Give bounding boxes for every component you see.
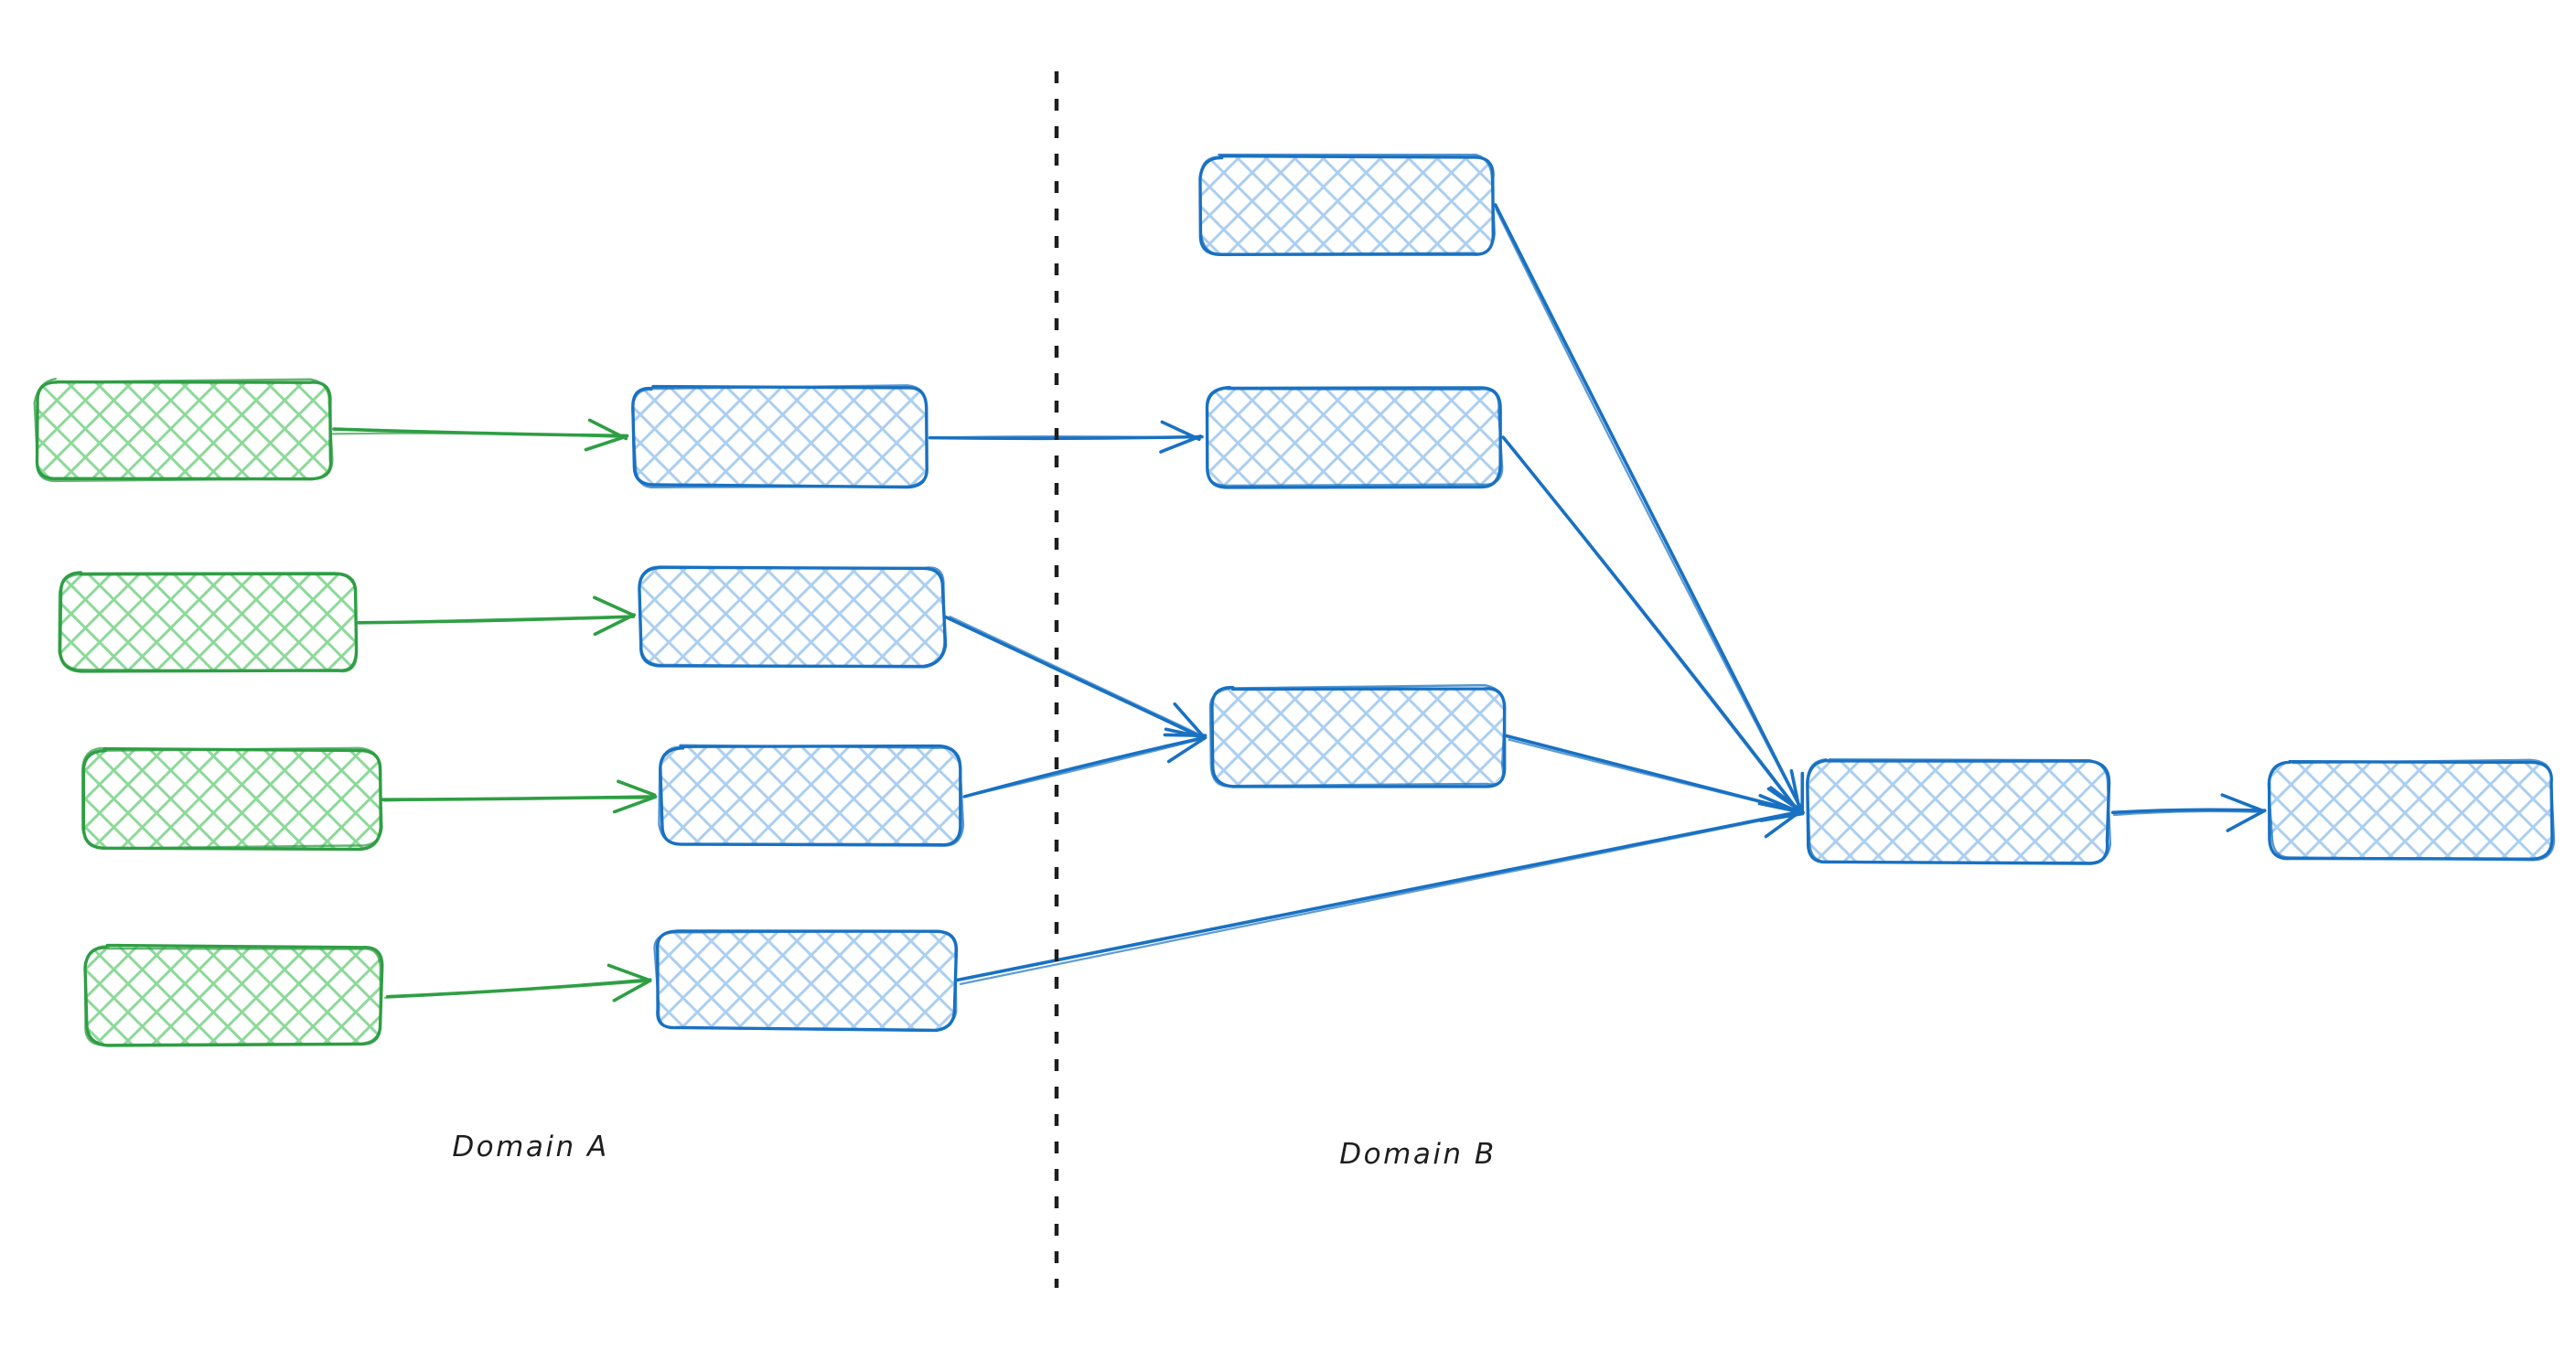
edge-e4 xyxy=(383,963,652,1002)
node-a4[interactable] xyxy=(83,943,384,1047)
node-c3[interactable] xyxy=(1208,683,1507,788)
arrowhead-barb xyxy=(1159,434,1202,454)
node-outline xyxy=(58,572,359,673)
edge-line xyxy=(331,432,628,439)
node-fill xyxy=(657,931,956,1029)
edges-layer xyxy=(331,203,2267,1002)
arrowhead-barb xyxy=(612,979,652,1002)
node-outline xyxy=(1208,683,1507,788)
edge-line xyxy=(383,980,652,999)
edge-e10 xyxy=(1501,435,1805,816)
arrowhead-barb xyxy=(1766,787,1803,813)
edge-line xyxy=(959,811,1801,985)
arrowhead-barb xyxy=(1759,812,1803,822)
arrowhead-barb xyxy=(1166,736,1206,764)
node-outline xyxy=(658,744,965,847)
node-fill xyxy=(84,750,380,848)
arrowhead-barb xyxy=(587,418,628,441)
edge-e2 xyxy=(357,595,636,637)
edge-e12 xyxy=(2110,793,2267,832)
node-fill xyxy=(1208,389,1500,487)
node-c1[interactable] xyxy=(1198,153,1497,256)
arrowhead-barb xyxy=(1160,420,1201,441)
nodes-layer xyxy=(33,153,2556,1047)
node-fill xyxy=(633,388,928,486)
node-fill xyxy=(1201,157,1494,255)
arrowhead-barb xyxy=(584,435,627,452)
edge-e1 xyxy=(331,418,629,452)
edge-line xyxy=(931,434,1203,439)
edge-line xyxy=(382,797,654,802)
node-b1[interactable] xyxy=(631,384,928,489)
edge-line xyxy=(2110,808,2267,815)
node-outline xyxy=(1206,385,1504,488)
arrowhead-barb xyxy=(1789,768,1802,814)
edge-e8 xyxy=(955,801,1805,985)
edge-e7 xyxy=(962,727,1206,799)
node-outline xyxy=(1199,153,1497,255)
arrowhead-barb xyxy=(1173,702,1207,740)
node-fill xyxy=(86,947,381,1045)
node-a1[interactable] xyxy=(33,377,334,483)
edge-e11 xyxy=(1504,734,1804,822)
node-a3[interactable] xyxy=(80,746,383,852)
arrowhead-barb xyxy=(2226,809,2267,832)
edge-e6 xyxy=(944,615,1208,740)
node-outline xyxy=(33,377,334,483)
node-outline xyxy=(653,929,958,1032)
arrowhead-barb xyxy=(2220,793,2266,813)
node-outline xyxy=(2267,758,2556,862)
node-b2[interactable] xyxy=(638,565,948,669)
node-fill xyxy=(1212,688,1505,786)
node-outline xyxy=(1806,757,2112,864)
node-fill xyxy=(640,567,944,665)
arrowhead-barb xyxy=(606,963,651,982)
node-fill xyxy=(1809,762,2109,863)
node-b4[interactable] xyxy=(653,929,959,1033)
node-out[interactable] xyxy=(2267,758,2556,862)
node-outline xyxy=(80,746,383,850)
edge-line xyxy=(949,616,1208,739)
node-fill xyxy=(661,747,961,845)
edge-line xyxy=(1503,437,1801,816)
edge-line xyxy=(1495,208,1804,814)
edge-line xyxy=(1493,203,1805,815)
edge-e9 xyxy=(1493,203,1805,816)
node-b3[interactable] xyxy=(658,744,965,847)
arrowhead-barb xyxy=(612,795,658,814)
edge-line xyxy=(357,615,636,625)
edge-e3 xyxy=(380,779,658,814)
domain-a-label: Domain A xyxy=(452,1131,608,1163)
edge-line xyxy=(1508,738,1802,813)
node-fill xyxy=(61,573,357,671)
node-c2[interactable] xyxy=(1205,385,1504,489)
edge-line xyxy=(385,978,652,999)
node-outline xyxy=(83,945,382,1046)
node-a2[interactable] xyxy=(58,571,359,673)
node-fill xyxy=(37,381,331,479)
edge-line xyxy=(962,735,1205,799)
edge-line xyxy=(2113,809,2264,817)
node-outline xyxy=(638,565,946,669)
edge-line xyxy=(955,809,1802,982)
domain-b-label: Domain B xyxy=(1339,1138,1496,1171)
edge-line xyxy=(962,737,1206,799)
arrowhead-barb xyxy=(1164,727,1206,739)
arrowhead-barb xyxy=(617,779,657,797)
labels-layer: Domain A Domain B xyxy=(452,1131,1496,1171)
arrowhead-barb xyxy=(593,595,636,617)
node-hub[interactable] xyxy=(1806,757,2112,865)
edge-line xyxy=(944,615,1206,740)
node-fill xyxy=(2270,762,2552,859)
edge-e5 xyxy=(928,420,1204,454)
arrowhead-barb xyxy=(593,613,636,637)
node-outline xyxy=(631,384,928,488)
